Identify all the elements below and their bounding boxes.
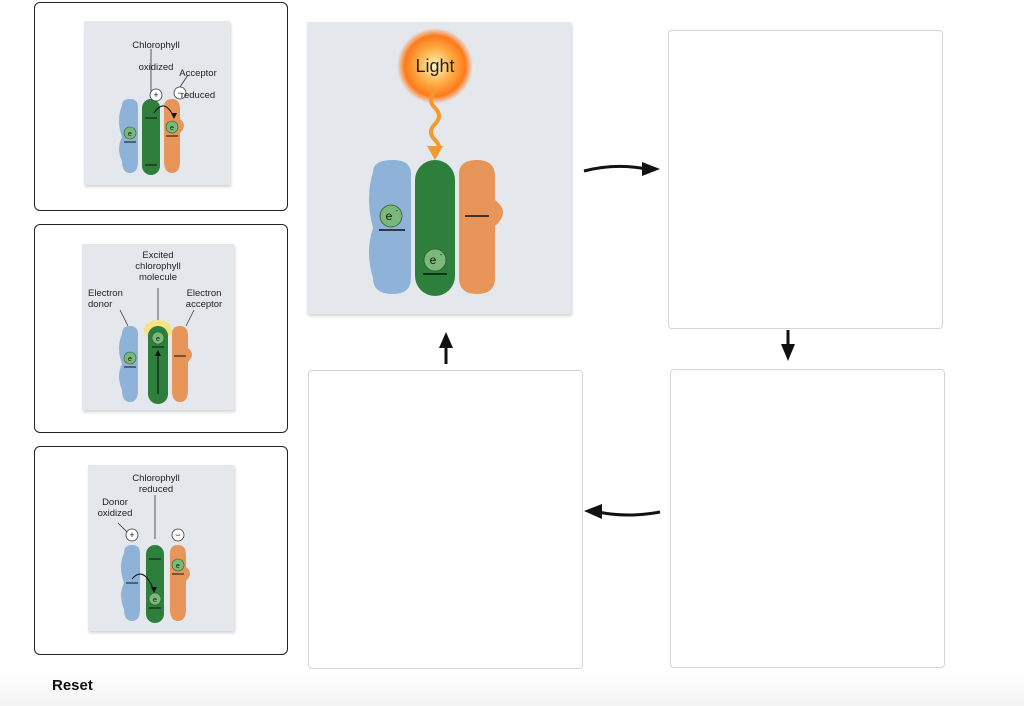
svg-text:-: - bbox=[396, 208, 399, 215]
light-wave-icon bbox=[429, 90, 441, 154]
electron-symbol: e bbox=[153, 597, 157, 604]
drop-target-bottom-right[interactable] bbox=[670, 369, 945, 668]
arrow-right-icon bbox=[583, 162, 660, 176]
chlorophyll-molecule bbox=[415, 160, 455, 296]
tile-3-label-donor: Donor oxidized bbox=[97, 497, 133, 519]
electron-symbol: e bbox=[128, 131, 132, 138]
label-line: Acceptor bbox=[179, 68, 217, 79]
arrow-down-icon bbox=[781, 330, 795, 361]
electron-symbol: e bbox=[156, 336, 160, 343]
chlorophyll-molecule bbox=[142, 99, 160, 175]
tile-2-label-excited: Excited chlorophyll molecule bbox=[135, 250, 181, 283]
tile-1-label-acceptor: Acceptor reduced bbox=[168, 57, 228, 101]
plus-charge-icon bbox=[149, 88, 163, 102]
svg-text:+: + bbox=[153, 90, 158, 100]
tile-excited-chlorophyll[interactable]: e e Excited chlorophyll molecule Electro… bbox=[34, 224, 288, 433]
tile-2-label-acceptor: Electron acceptor bbox=[185, 288, 223, 310]
electron-symbol: e bbox=[176, 563, 180, 570]
acceptor-protein bbox=[172, 326, 192, 402]
center-figure-light-absorption: Light e - e - bbox=[307, 22, 571, 314]
minus-charge-icon bbox=[171, 528, 185, 542]
electron-icon bbox=[123, 126, 137, 140]
svg-text:+: + bbox=[129, 530, 134, 540]
reset-button[interactable]: Reset bbox=[52, 677, 93, 694]
acceptor-protein bbox=[170, 545, 190, 621]
tile-1-label-chlorophyll: Chlorophyll oxidized bbox=[124, 29, 188, 73]
electron-icon bbox=[148, 592, 162, 606]
svg-text:−: − bbox=[175, 530, 180, 540]
tile-chlorophyll-oxidized[interactable]: e e + − Chlorophyll oxidized Acceptor re… bbox=[34, 2, 288, 211]
plus-charge-icon bbox=[125, 528, 139, 542]
electron-icon bbox=[423, 248, 447, 272]
electron-icon bbox=[379, 204, 403, 228]
tile-chlorophyll-reduced[interactable]: e e + − Chlorophyll reduced Donor oxidiz… bbox=[34, 446, 288, 655]
tile-1-figure: e e + − Chlorophyll oxidized Acceptor re… bbox=[84, 21, 230, 185]
minus-charge-icon bbox=[173, 86, 187, 100]
light-source-icon bbox=[397, 28, 473, 104]
tile-3-figure: e e + − Chlorophyll reduced Donor oxidiz… bbox=[88, 465, 234, 631]
electron-icon bbox=[165, 120, 179, 134]
label-line: reduced bbox=[180, 90, 216, 101]
electron-symbol: e bbox=[386, 209, 393, 223]
tile-2-label-donor: Electron donor bbox=[88, 288, 123, 310]
electron-icon bbox=[151, 331, 165, 345]
electron-symbol: e bbox=[128, 356, 132, 363]
tile-3-label-chlorophyll: Chlorophyll reduced bbox=[132, 473, 180, 495]
label-line: Chlorophyll bbox=[132, 40, 180, 51]
drop-target-top-right[interactable] bbox=[668, 30, 943, 329]
electron-symbol: e bbox=[170, 125, 174, 132]
acceptor-protein bbox=[459, 160, 503, 294]
electron-symbol: e bbox=[430, 253, 437, 267]
tile-2-figure: e e Excited chlorophyll molecule Electro… bbox=[82, 244, 234, 410]
electron-icon bbox=[171, 558, 185, 572]
light-label: Light bbox=[415, 56, 454, 76]
arrow-left-icon bbox=[584, 504, 661, 519]
svg-text:−: − bbox=[177, 88, 182, 98]
chlorophyll-molecule bbox=[146, 545, 164, 623]
label-line: oxidized bbox=[138, 62, 174, 73]
arrow-up-icon bbox=[439, 332, 453, 364]
electron-icon bbox=[123, 351, 137, 365]
svg-text:-: - bbox=[440, 252, 443, 259]
footer-bar bbox=[0, 672, 1024, 706]
drop-target-bottom-left[interactable] bbox=[308, 370, 583, 669]
